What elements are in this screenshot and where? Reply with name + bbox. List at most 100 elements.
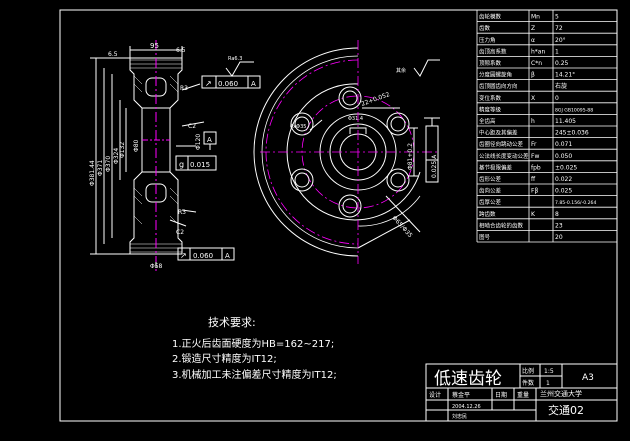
tol-top-val: 0.060 [218, 80, 238, 88]
param-val-12: 0.050 [555, 153, 572, 160]
keyway-dim-2: Φ81+0.2 [407, 143, 414, 170]
param-label-1: 齿数 [479, 24, 491, 32]
param-label-14: 齿形公差 [479, 175, 502, 183]
class-label: 交通02 [548, 403, 584, 417]
dia-label-3: Φ370 [105, 156, 112, 172]
param-label-12: 公法线长度变动公差 [479, 152, 529, 160]
tol-bot-ref: A [225, 252, 230, 260]
tech-req-item-1: 1.正火后齿面硬度为HB=162~217; [172, 337, 334, 350]
tech-req-item-3: 3.机械加工未注偏差尺寸精度为IT12; [172, 368, 337, 381]
chamfer-label-1: R3 [180, 85, 188, 92]
param-sym-2: α [531, 37, 535, 44]
param-val-14: 0.022 [555, 176, 572, 183]
chamfer-label-4: C2 [176, 229, 184, 236]
top-left-dim: 6.5 [108, 51, 118, 58]
param-val-11: 0.071 [555, 141, 572, 148]
hole-label: 6xΦ35 [290, 124, 306, 130]
top-dim: 95 [150, 42, 159, 50]
param-label-15: 齿向公差 [479, 187, 502, 195]
designer-label: 设计 [429, 391, 441, 399]
param-sym-12: Fw [531, 153, 539, 160]
datum-label: A [207, 136, 212, 144]
param-label-19: 图号 [479, 233, 491, 241]
param-val-16: 7.85-0.156/-0.264 [555, 200, 596, 206]
param-label-18: 相啮合齿轮的齿数 [479, 221, 524, 229]
date-label: 日期 [495, 391, 507, 399]
param-label-8: 精度等级 [479, 105, 502, 113]
rough-label: 其余 [396, 67, 406, 74]
bore-label: Φ120 [195, 134, 202, 150]
param-sym-14: ff [531, 176, 536, 183]
param-val-1: 72 [555, 25, 563, 32]
param-label-4: 顶隙系数 [479, 59, 502, 67]
param-label-10: 中心距及其偏差 [479, 129, 518, 137]
roughness-label: Ra6.3 [228, 56, 242, 62]
param-val-7: 0 [555, 95, 559, 102]
param-label-2: 压力角 [479, 36, 496, 44]
param-val-3: 1 [555, 48, 559, 55]
paper-size: A3 [582, 373, 594, 383]
param-label-11: 齿圈径向跳动公差 [479, 140, 524, 148]
school-name: 兰州交通大学 [540, 389, 582, 398]
tol-bot-val: 0.060 [193, 252, 213, 260]
face-view [253, 40, 440, 264]
tol-mid-sym: g [179, 160, 184, 169]
tol-mid-val: 0.015 [190, 161, 210, 169]
param-label-6: 齿顶圆齿向方向 [479, 82, 518, 90]
scale-label: 比例 [522, 367, 534, 375]
tech-req-item-2: 2.锻造尺寸精度为IT12; [172, 352, 277, 365]
param-sym-13: fpb [531, 164, 541, 171]
param-val-10: 245±0.036 [555, 130, 589, 137]
qty-label: 件数 [522, 379, 534, 387]
param-label-0: 齿轮模数 [479, 13, 502, 21]
param-label-5: 分度圆螺旋角 [479, 71, 512, 79]
tol-top-sym: ↗ [205, 79, 212, 88]
dia-label-2: Φ371 [97, 160, 104, 176]
param-val-9: 11.405 [555, 118, 576, 125]
param-val-5: 14.21° [555, 72, 575, 79]
param-label-13: 基节极限偏差 [479, 163, 513, 171]
dia-label-5: Φ132 [119, 142, 126, 158]
chamfer-label-2: C2 [188, 123, 196, 130]
technical-requirements: 技术要求: 1.正火后齿面硬度为HB=162~217; 2.锻造尺寸精度为IT1… [172, 316, 337, 381]
scale-value: 1:5 [544, 368, 554, 375]
title-block [425, 363, 618, 422]
param-val-13: ±0.025 [555, 164, 577, 171]
param-sym-11: Fr [531, 141, 537, 148]
dia-label-4: Φ324 [113, 148, 120, 164]
section-view-labels: 95 6.5 6.5 R3 C2 R3 C2 Φ381.44 Φ371 Φ370… [89, 42, 256, 270]
checker-name: 刘忠民 [452, 413, 467, 420]
tol-bot-sym: ↗ [180, 251, 187, 260]
param-label-7: 变位系数 [479, 94, 502, 102]
tech-req-title: 技术要求: [208, 316, 256, 329]
dia-label-6: Φ80 [133, 139, 140, 152]
designer-name: 蔡金平 [452, 391, 470, 399]
param-sym-3: h*an [531, 48, 545, 55]
section-view [90, 40, 261, 272]
param-val-18: 23 [555, 222, 563, 229]
param-sym-4: C*n [531, 60, 542, 67]
face-tol-label: 0.025 A [431, 154, 438, 178]
weight-label: 重量 [517, 391, 529, 399]
param-val-2: 20° [555, 37, 566, 44]
param-val-0: 5 [555, 14, 559, 21]
param-label-16: 齿厚公差 [479, 198, 502, 206]
param-val-19: 20 [555, 234, 563, 241]
qty-value: 1 [546, 380, 550, 387]
dia-label-1: Φ381.44 [89, 160, 96, 186]
param-sym-9: h [531, 118, 535, 125]
chamfer-label-3: R3 [178, 209, 186, 216]
param-label-9: 全齿高 [479, 117, 496, 125]
title-block-text: 低速齿轮 比例 1:5 件数 1 A3 设计 蔡金平 日期 重量 兰州交通大学 … [429, 367, 594, 420]
slot-label: Φ31.4 [348, 116, 363, 122]
param-sym-17: K [531, 211, 536, 218]
param-label-3: 齿顶高系数 [479, 47, 507, 55]
param-val-6: 右旋 [555, 82, 567, 90]
param-val-8: 8GJ GB10095-88 [555, 107, 593, 113]
param-val-17: 8 [555, 211, 559, 218]
param-sym-5: β [531, 72, 535, 79]
param-val-15: 0.025 [555, 188, 572, 195]
drawing-title: 低速齿轮 [434, 369, 502, 389]
